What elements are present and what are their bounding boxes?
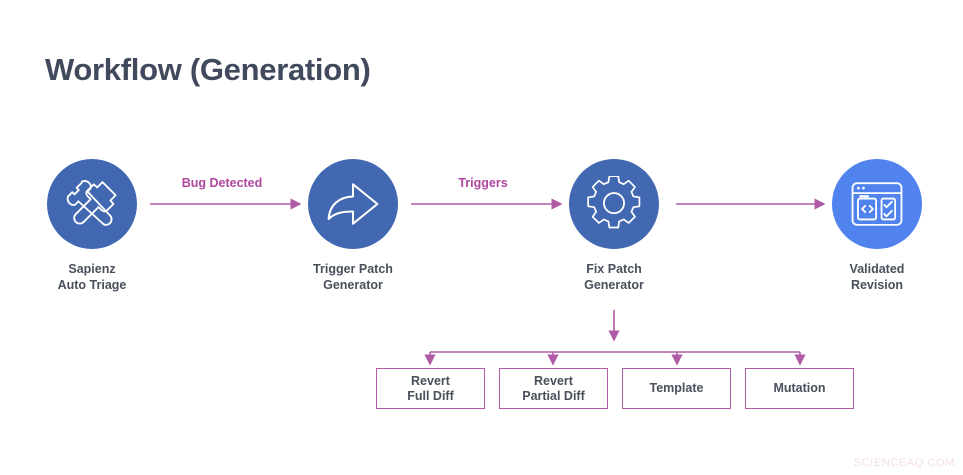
node-circle-validated-revision[interactable] xyxy=(832,159,922,249)
node-circle-fix-patch[interactable] xyxy=(569,159,659,249)
code-window-checklist-icon xyxy=(848,175,906,233)
option-label-revert-full-diff: Revert Full Diff xyxy=(407,373,454,403)
option-label-mutation: Mutation xyxy=(773,381,826,395)
option-box-mutation[interactable]: Mutation xyxy=(745,368,854,409)
node-circle-sapienz[interactable] xyxy=(47,159,137,249)
node-sapienz-auto-triage[interactable]: Sapienz Auto Triage xyxy=(17,159,167,293)
node-label-fix-patch: Fix Patch Generator xyxy=(584,262,644,292)
option-box-template[interactable]: Template xyxy=(622,368,731,409)
node-label-sapienz: Sapienz Auto Triage xyxy=(57,262,127,292)
gear-cog-icon xyxy=(586,176,642,232)
tools-wrench-hammer-icon xyxy=(64,176,120,232)
option-label-revert-partial-diff: Revert Partial Diff xyxy=(522,373,585,403)
node-trigger-patch-generator[interactable]: Trigger Patch Generator xyxy=(278,159,428,293)
node-fix-patch-generator[interactable]: Fix Patch Generator xyxy=(539,159,689,293)
option-box-revert-partial-diff[interactable]: Revert Partial Diff xyxy=(499,368,608,409)
option-label-template: Template xyxy=(649,381,704,395)
curved-forward-arrow-icon xyxy=(323,174,383,234)
edge-label-bug-detected: Bug Detected xyxy=(181,176,263,190)
node-circle-trigger-patch[interactable] xyxy=(308,159,398,249)
page-title: Workflow (Generation) xyxy=(45,52,371,87)
node-label-trigger-patch: Trigger Patch Generator xyxy=(313,262,393,292)
node-label-validated-revision: Validated Revision xyxy=(849,262,905,292)
node-validated-revision[interactable]: Validated Revision xyxy=(802,159,952,293)
edge-label-triggers: Triggers xyxy=(458,176,508,190)
site-watermark: SCIENCEAQ.COM xyxy=(853,457,955,469)
option-box-revert-full-diff[interactable]: Revert Full Diff xyxy=(376,368,485,409)
